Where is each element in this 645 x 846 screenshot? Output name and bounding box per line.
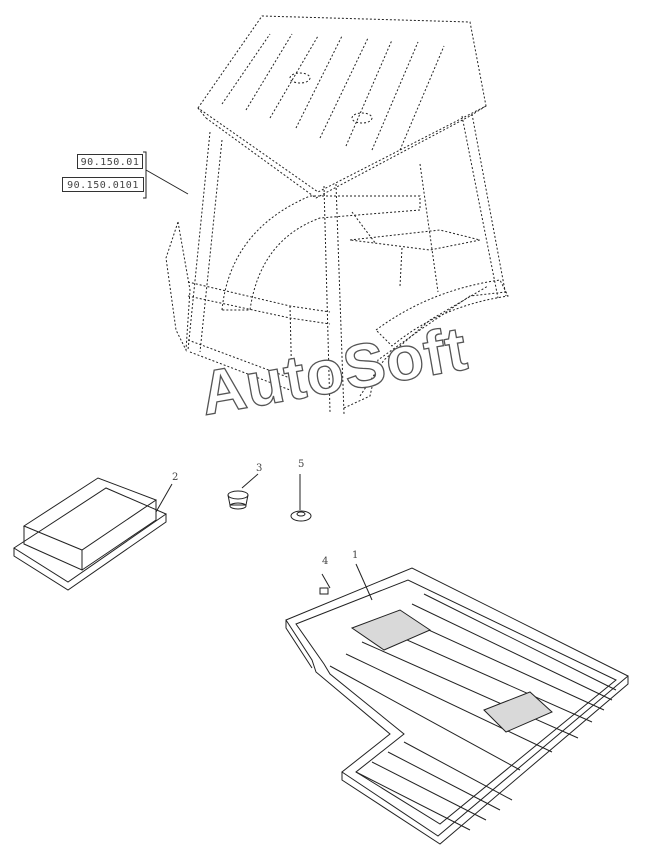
part-2-cushion: [13, 477, 173, 591]
reference-leader: [145, 169, 189, 195]
cab-roof: [197, 15, 487, 199]
cab-frame: [165, 113, 509, 415]
part-1-floor-mat: [285, 563, 629, 845]
callout-4: 4: [322, 556, 329, 567]
part-4-clip: [319, 573, 331, 595]
reference-bracket: [143, 151, 147, 199]
callout-1: 1: [352, 550, 359, 561]
part-3-plug: [227, 473, 259, 510]
reference-label-2: 90.150.0101: [62, 177, 144, 192]
part-5-grommet: [290, 474, 312, 522]
callout-5: 5: [298, 459, 305, 470]
callout-2: 2: [172, 472, 179, 483]
reference-label-1: 90.150.01: [77, 154, 143, 169]
callout-3: 3: [256, 463, 263, 474]
